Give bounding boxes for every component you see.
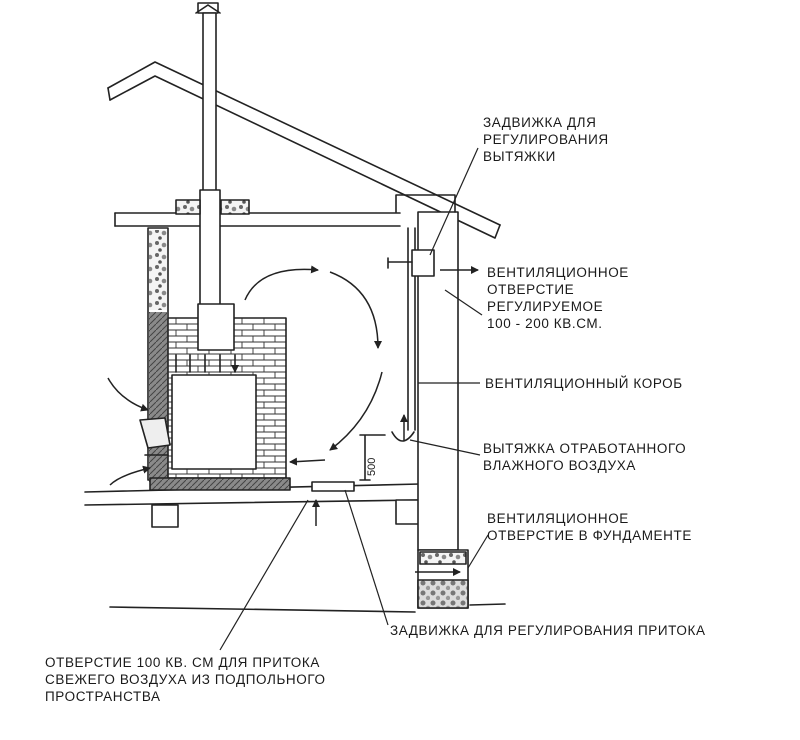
- dimension-500-line: [359, 434, 386, 481]
- ground-line-right: [469, 603, 506, 606]
- duct-intake-hook: [391, 431, 415, 442]
- label-inflow-damper: ЗАДВИЖКА ДЛЯ РЕГУЛИРОВАНИЯ ПРИТОКА: [390, 623, 706, 638]
- label-foundation-vent: ВЕНТИЛЯЦИОННОЕ ОТВЕРСТИЕ В ФУНДАМЕНТЕ: [487, 511, 692, 543]
- dimension-500-label: 500: [366, 457, 378, 476]
- airflow-arrow-left-in: [107, 377, 149, 412]
- ground-line-left: [109, 606, 416, 613]
- chimney-pipe-upper: [202, 12, 217, 194]
- ceiling-insulation-right: [220, 199, 250, 215]
- inflow-damper: [311, 481, 355, 492]
- leader-vent-opening: [444, 289, 483, 316]
- foundation-vent-grill: [419, 551, 467, 565]
- leader-humid-exhaust: [409, 439, 481, 456]
- leader-exhaust-damper: [429, 147, 479, 256]
- roof-inner-line: [109, 75, 501, 239]
- foundation-post-left: [151, 504, 179, 528]
- leader-inflow-damper: [344, 489, 389, 626]
- stove-heater-top: [197, 303, 235, 351]
- airflow-arrow-floor-left: [109, 465, 151, 486]
- exhaust-damper: [411, 249, 435, 277]
- label-vent-box: ВЕНТИЛЯЦИОННЫЙ КОРОБ: [485, 376, 683, 391]
- floor-slab: [149, 477, 291, 491]
- ceiling-insulation-left: [175, 199, 201, 215]
- label-humid-exhaust: ВЫТЯЖКА ОТРАБОТАННОГО ВЛАЖНОГО ВОЗДУХА: [483, 441, 687, 473]
- floor-bottom: [84, 499, 421, 506]
- label-vent-opening: ВЕНТИЛЯЦИОННОЕ ОТВЕРСТИЕ РЕГУЛИРУЕМОЕ 10…: [487, 265, 629, 331]
- foundation-gravel: [417, 579, 469, 609]
- airflow-arrow-descend: [329, 371, 383, 451]
- airflow-arrow-floor: [289, 457, 326, 466]
- stove-body: [171, 374, 257, 470]
- foundation-post-right: [395, 499, 421, 525]
- leader-foundation-vent: [467, 534, 489, 569]
- airflow-arrow-arc-right: [329, 271, 382, 349]
- label-fresh-air-opening: ОТВЕРСТИЕ 100 КВ. СМ ДЛЯ ПРИТОКА СВЕЖЕГО…: [45, 655, 326, 704]
- roof-outer-line: [107, 61, 501, 226]
- leader-fresh-air: [219, 499, 309, 651]
- firebox-door: [139, 417, 171, 449]
- label-exhaust-damper: ЗАДВИЖКА ДЛЯ РЕГУЛИРОВАНИЯ ВЫТЯЖКИ: [483, 115, 609, 164]
- chimney-pipe-lower: [199, 189, 221, 311]
- airflow-arrow-rising: [244, 265, 319, 301]
